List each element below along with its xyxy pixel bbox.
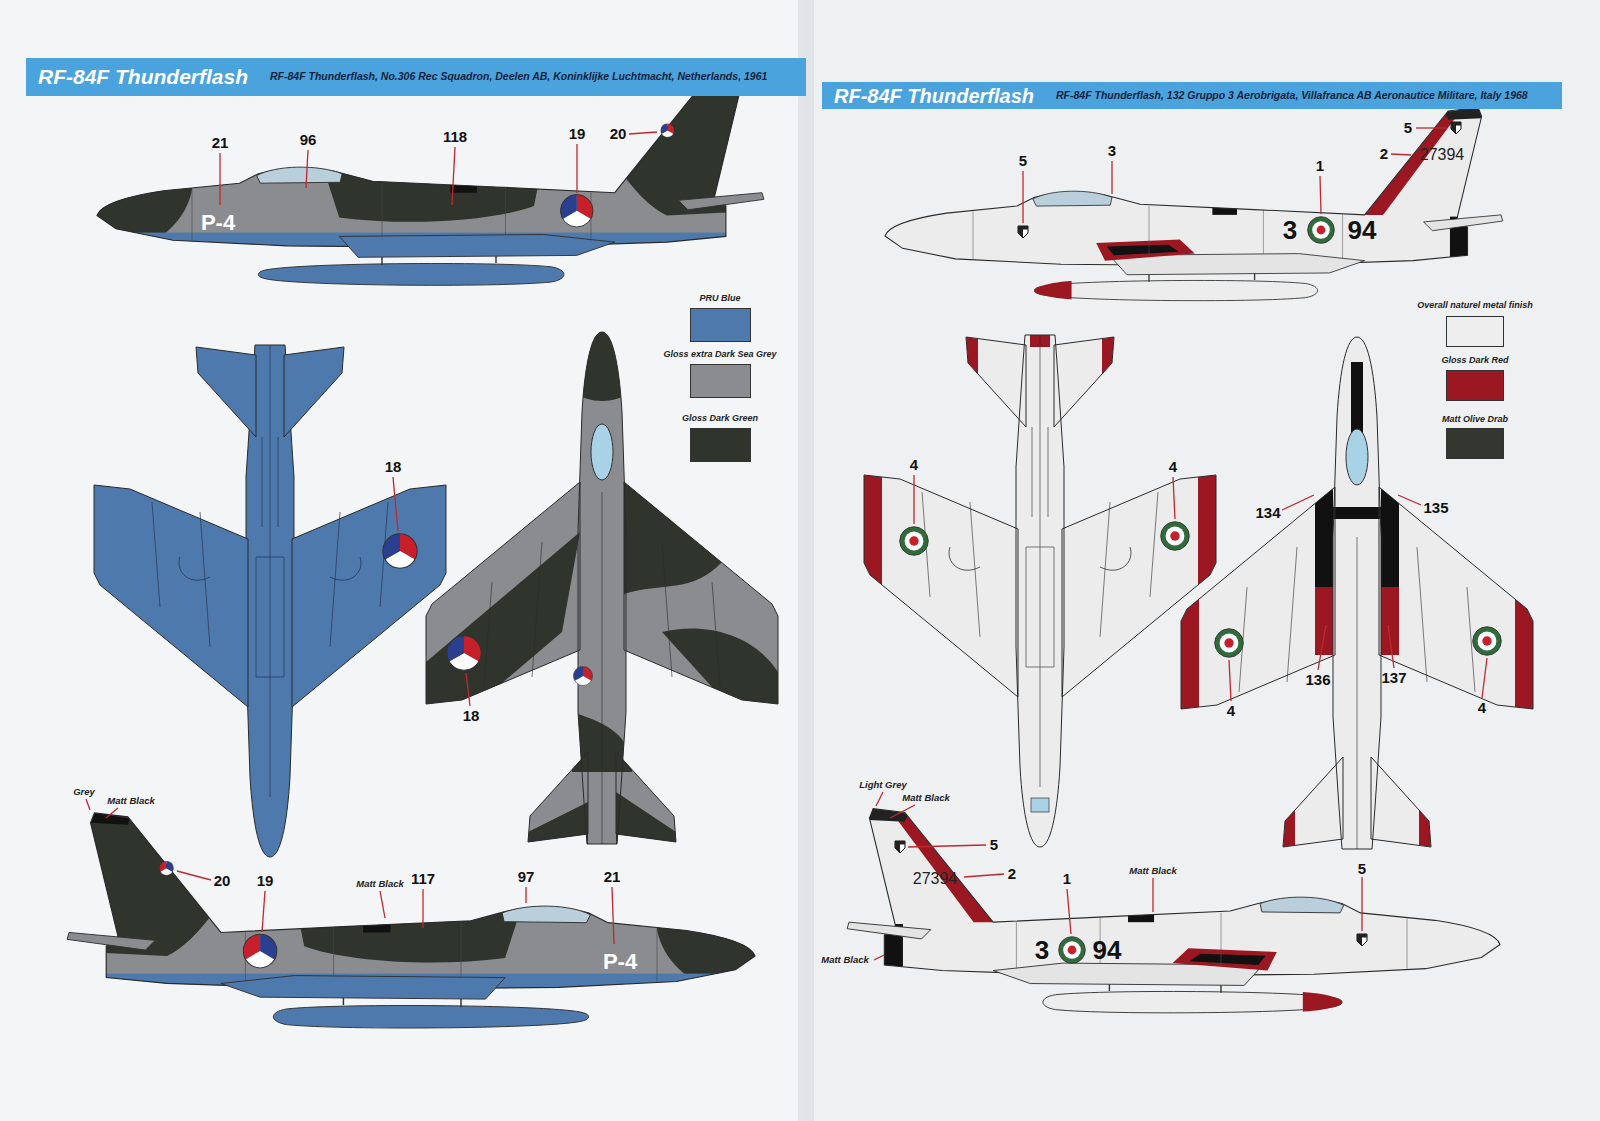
callout-number: 5 [1404, 120, 1412, 137]
aircraft-code: 94 [1093, 936, 1122, 965]
callout-number: 2 [1008, 866, 1016, 883]
callout-number: 4 [1227, 703, 1235, 720]
callout-number: 134 [1255, 505, 1280, 522]
header-title: RF-84F Thunderflash [38, 65, 248, 88]
left-page [0, 0, 806, 1121]
paint-note: Matt Black [902, 793, 950, 803]
callout-number: 1 [1063, 871, 1071, 888]
callout-number: 5 [990, 837, 998, 854]
unit-badge [1451, 122, 1461, 134]
color-swatch [690, 428, 751, 462]
aircraft-code: 3 [1283, 216, 1297, 245]
legend-label: Gloss Dark Green [682, 414, 758, 424]
color-swatch [690, 308, 751, 342]
callout-number: 97 [518, 869, 535, 886]
roundel [1161, 522, 1190, 551]
legend-label: Matt Olive Drab [1442, 415, 1508, 425]
paint-note: Matt Black [821, 955, 869, 965]
header-title: RF-84F Thunderflash [834, 85, 1034, 107]
header-subtitle: RF-84F Thunderflash, No.306 Rec Squadron… [270, 71, 767, 83]
callout-number: 137 [1381, 670, 1406, 687]
color-swatch [1446, 428, 1504, 459]
side-view [885, 106, 1503, 301]
callout-number: 19 [569, 126, 586, 143]
paint-note: Matt Black [107, 796, 155, 806]
callout-number: 117 [411, 871, 435, 888]
legend-label: Overall naturel metal finish [1417, 301, 1533, 311]
color-swatch [1446, 316, 1504, 347]
callout-number: 2 [1380, 146, 1388, 163]
callout-number: 4 [910, 457, 918, 474]
header-band: RF-84F Thunderflash RF-84F Thunderflash, … [822, 82, 1562, 109]
paint-note: Light Grey [859, 780, 907, 790]
callout-number: 18 [463, 708, 480, 725]
paint-note: Matt Black [356, 879, 404, 889]
underside-view [94, 345, 446, 857]
callout-number: 5 [1019, 153, 1027, 170]
right-page [806, 0, 1600, 1121]
callout-number: 135 [1423, 500, 1448, 517]
roundel [900, 527, 929, 556]
roundel [1059, 937, 1086, 964]
serial-number: 27394 [913, 870, 958, 888]
roundel [573, 666, 592, 685]
unit-badge [895, 841, 905, 853]
aircraft-code: 94 [1348, 216, 1377, 245]
callout-number: 19 [257, 873, 274, 890]
callout-number: 20 [214, 873, 231, 890]
color-swatch [1446, 370, 1504, 401]
top-view [426, 322, 778, 844]
callout-number: 4 [1478, 700, 1486, 717]
roundel [1308, 217, 1335, 244]
roundel [1215, 629, 1244, 658]
paint-note: Matt Black [1129, 866, 1177, 876]
callout-number: 21 [604, 869, 621, 886]
aircraft-code: 3 [1035, 936, 1049, 965]
leader-lines [86, 128, 1487, 960]
callout-number: 118 [443, 129, 467, 146]
callout-number: 20 [610, 126, 627, 143]
header-band: RF-84F Thunderflash RF-84F Thunderflash, … [26, 58, 806, 96]
legend-label: PRU Blue [699, 294, 740, 304]
serial-number: 27394 [1420, 146, 1465, 164]
legend-label: Gloss Dark Red [1441, 356, 1508, 366]
top-view [1181, 337, 1533, 849]
callout-number: 18 [385, 459, 402, 476]
legend-label: Gloss extra Dark Sea Grey [663, 350, 776, 360]
callout-number: 1 [1316, 158, 1324, 175]
aircraft-code: P-4 [201, 211, 235, 235]
header-subtitle: RF-84F Thunderflash, 132 Gruppo 3 Aerobr… [1056, 90, 1528, 102]
callout-number: 3 [1108, 143, 1116, 160]
roundel [1473, 627, 1502, 656]
callout-number: 5 [1358, 861, 1366, 878]
underside-view [864, 335, 1216, 847]
paint-note: Grey [73, 787, 95, 797]
roundel [447, 636, 481, 670]
callout-number: 136 [1305, 672, 1330, 689]
page-fold [798, 0, 814, 1121]
color-swatch [690, 364, 751, 398]
unit-badge [1357, 934, 1367, 946]
callout-number: 21 [212, 135, 229, 152]
aircraft-code: P-4 [603, 950, 637, 974]
callout-number: 96 [300, 132, 317, 149]
unit-badge [1018, 226, 1028, 238]
callout-number: 4 [1169, 459, 1177, 476]
roundel [383, 534, 417, 568]
